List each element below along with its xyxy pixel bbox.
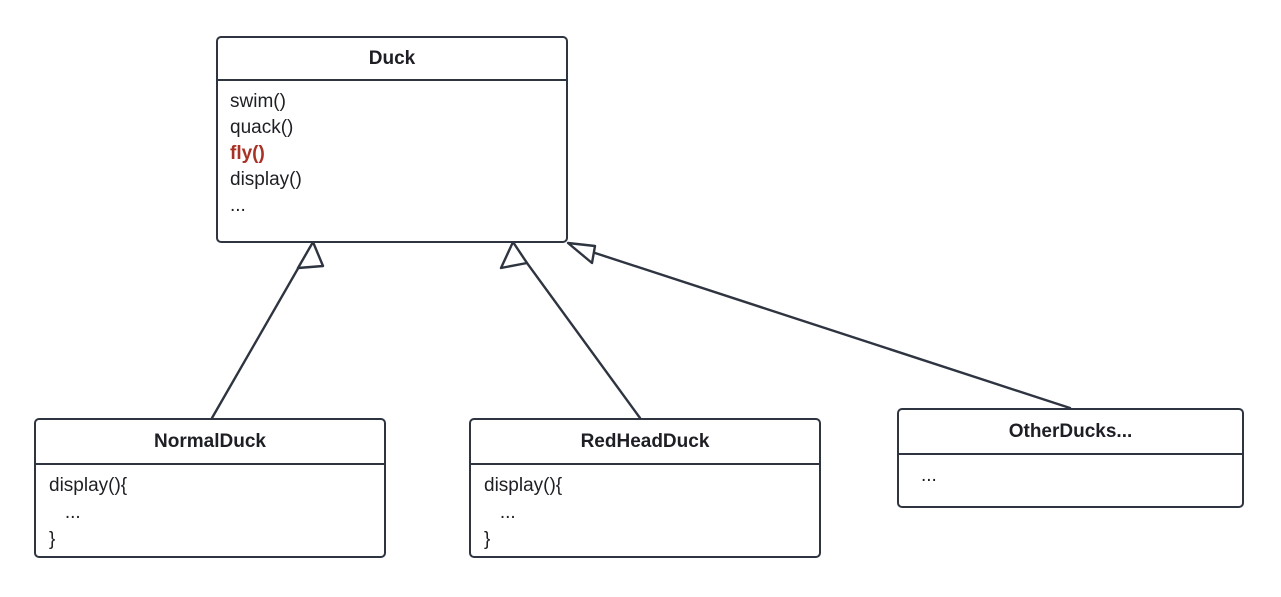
edge-line <box>210 247 311 420</box>
class-members-redheadduck: display(){ ... } <box>471 465 819 556</box>
class-member-ellipsis: ... <box>49 502 81 523</box>
class-title-redheadduck: RedHeadDuck <box>471 420 819 465</box>
class-member: display(){ <box>484 475 563 496</box>
edge-line <box>590 250 1072 410</box>
class-box-duck[interactable]: Duck swim() quack() fly() display() ... <box>216 36 568 243</box>
class-member-ellipsis: ... <box>484 502 516 523</box>
class-member: quack() <box>230 117 294 138</box>
class-members-duck: swim() quack() fly() display() ... <box>218 81 566 241</box>
class-member-ellipsis: ... <box>230 195 246 216</box>
class-members-normalduck: display(){ ... } <box>36 465 384 556</box>
generalization-arrowhead <box>499 240 529 270</box>
class-member: display() <box>230 169 302 190</box>
edge-redheadduck-to-duck <box>499 240 642 420</box>
class-title-normalduck: NormalDuck <box>36 420 384 465</box>
class-member: } <box>484 529 491 550</box>
class-box-redheadduck[interactable]: RedHeadDuck display(){ ... } <box>469 418 821 558</box>
class-member: swim() <box>230 91 286 112</box>
class-box-otherducks[interactable]: OtherDucks... ... <box>897 408 1244 508</box>
class-member: display(){ <box>49 475 128 496</box>
class-member-highlighted: fly() <box>230 143 265 164</box>
class-members-otherducks: ... <box>899 455 1242 506</box>
class-box-normalduck[interactable]: NormalDuck display(){ ... } <box>34 418 386 558</box>
class-title-otherducks: OtherDucks... <box>899 410 1242 455</box>
generalization-arrowhead <box>296 240 325 270</box>
class-title-duck: Duck <box>218 38 566 81</box>
generalization-arrowhead <box>566 241 597 265</box>
edge-line <box>516 248 642 420</box>
edge-normalduck-to-duck <box>210 240 325 420</box>
edge-otherducks-to-duck <box>566 241 1072 410</box>
class-member-ellipsis: ... <box>921 465 937 486</box>
class-member: } <box>49 529 56 550</box>
